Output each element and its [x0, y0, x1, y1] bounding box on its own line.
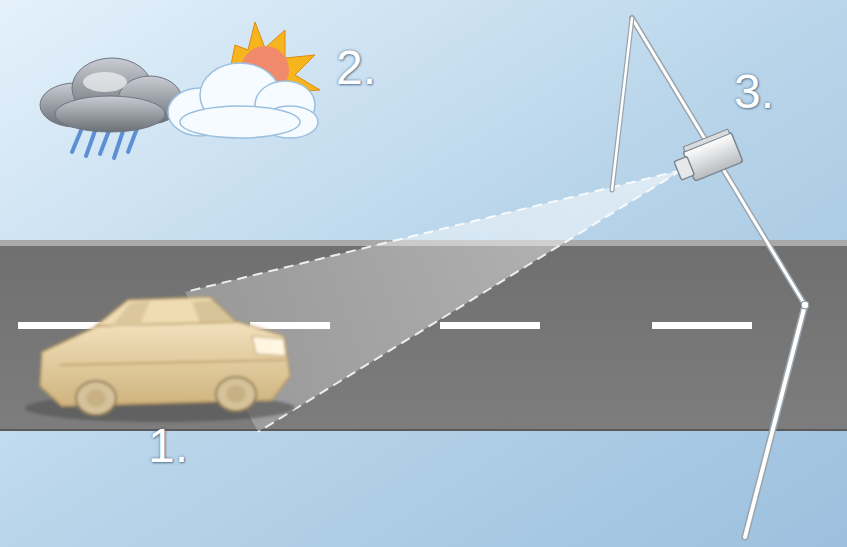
- callout-number: 3.: [734, 68, 774, 116]
- callout-number: 1.: [148, 422, 188, 470]
- rain-cloud: [40, 58, 182, 158]
- sun-cloud: [168, 22, 320, 138]
- camera-pole: [612, 18, 809, 537]
- car: [25, 297, 295, 422]
- callout-number: 2.: [336, 44, 376, 92]
- camera: [670, 128, 743, 185]
